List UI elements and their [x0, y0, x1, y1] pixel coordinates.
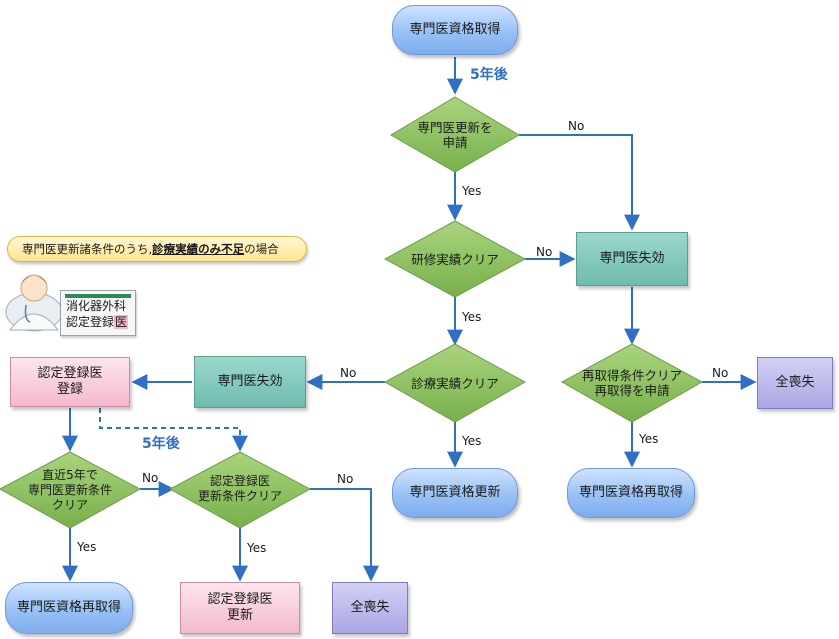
node-lapse-right-label: 専門医失効 [599, 251, 665, 266]
node-reacquire-right: 専門医資格再取得 [567, 468, 695, 518]
badge-line2-main: 認定登録 [66, 315, 115, 329]
callout-post: の場合 [244, 242, 279, 256]
label-no-recent5: No [142, 471, 159, 485]
node-reacquire-right-label: 専門医資格再取得 [578, 485, 683, 500]
diamond-recent5-label: 直近5年で 専門医更新条件 クリア [5, 466, 135, 514]
diamond-apply-renewal [390, 96, 520, 173]
label-yes-certclear: Yes [247, 541, 267, 555]
label-no-certclear: No [337, 472, 354, 486]
diamond-reacquire-label: 再取得条件クリア 再取得を申請 [562, 366, 702, 400]
node-cert-register: 認定登録医 登録 [10, 357, 130, 407]
diamond-cert-clear-label: 認定登録医 更新条件クリア [175, 473, 305, 505]
diamond-cert-renew-clear [168, 451, 312, 529]
apply-renewal-line1: 専門医更新を [417, 120, 493, 135]
badge-line1: 消化器外科 [66, 299, 127, 313]
doctor-icon [5, 274, 63, 332]
node-lose-all-right-label: 全喪失 [775, 375, 815, 390]
reacquire-apply-line2: 再取得を申請 [594, 383, 670, 398]
label-five-years-left: 5年後 [142, 436, 180, 452]
badge-bar [65, 294, 131, 298]
reacquire-apply-line1: 再取得条件クリア [581, 368, 682, 383]
edge-cert-dashed [99, 408, 248, 452]
node-start-label: 専門医資格取得 [409, 22, 501, 37]
label-no-apply: No [568, 119, 585, 133]
edge-certclear-loseall [310, 488, 379, 582]
node-renew: 専門医資格更新 [392, 468, 518, 518]
clinical-clear-text: 診療実績クリア [411, 375, 499, 391]
node-cert-register-line2: 登録 [56, 382, 83, 397]
certification-badge: 消化器外科 認定登録医 [60, 290, 136, 336]
cert-clear-line2: 更新条件クリア [197, 489, 282, 503]
callout-pre: 専門医更新諸条件のうち, [22, 242, 153, 256]
label-yes-clinical: Yes [462, 434, 482, 448]
node-lapse-left: 専門医失効 [194, 356, 306, 408]
label-yes-recent5: Yes [77, 540, 97, 554]
diamond-training-clear [383, 220, 527, 298]
node-lose-all-right: 全喪失 [757, 357, 833, 409]
diamond-training-label: 研修実績クリア [390, 250, 520, 268]
diamond-reacquire-apply [560, 343, 704, 423]
diamond-recent5 [0, 451, 142, 529]
apply-renewal-line2: 申請 [442, 135, 468, 150]
label-yes-training: Yes [462, 310, 482, 324]
label-no-reacquire: No [712, 366, 729, 380]
training-clear-text: 研修実績クリア [411, 251, 499, 267]
callout-emphasis: 診療実績のみ不足 [152, 242, 245, 256]
node-cert-register-line1: 認定登録医 [37, 366, 103, 381]
node-reacquire-left: 専門医資格再取得 [5, 582, 133, 634]
node-reacquire-left-label: 専門医資格再取得 [16, 600, 121, 615]
cert-clear-line1: 認定登録医 [209, 474, 270, 488]
recent5-line2: 専門医更新条件 [27, 482, 112, 497]
node-cert-renew-line1: 認定登録医 [207, 592, 273, 607]
node-lose-all-bottom: 全喪失 [332, 582, 408, 634]
label-no-clinical: No [340, 366, 357, 380]
badge-line2-mark: 医 [114, 315, 129, 329]
node-renew-label: 専門医資格更新 [409, 485, 501, 500]
label-five-years-top: 5年後 [470, 67, 508, 83]
recent5-line1: 直近5年で [42, 467, 98, 482]
node-cert-renew: 認定登録医 更新 [180, 582, 300, 634]
condition-callout: 専門医更新諸条件のうち, 診療実績のみ不足 の場合 [7, 236, 307, 262]
diamond-clinical-label: 診療実績クリア [390, 374, 520, 392]
label-no-training: No [536, 245, 553, 259]
node-lapse-right: 専門医失効 [576, 232, 688, 286]
node-start: 専門医資格取得 [392, 5, 518, 55]
node-lapse-left-label: 専門医失効 [217, 374, 283, 389]
badge-line2: 認定登録医 [61, 314, 135, 330]
diamond-clinical-clear [383, 343, 527, 423]
node-cert-renew-line2: 更新 [226, 608, 253, 623]
recent5-line3: クリア [51, 497, 88, 512]
edge-apply-lapse [519, 134, 640, 231]
label-yes-reacquire: Yes [639, 432, 659, 446]
node-lose-all-bottom-label: 全喪失 [350, 600, 390, 615]
diamond-apply-renewal-label: 専門医更新を 申請 [395, 117, 515, 153]
label-yes-apply: Yes [462, 184, 482, 198]
